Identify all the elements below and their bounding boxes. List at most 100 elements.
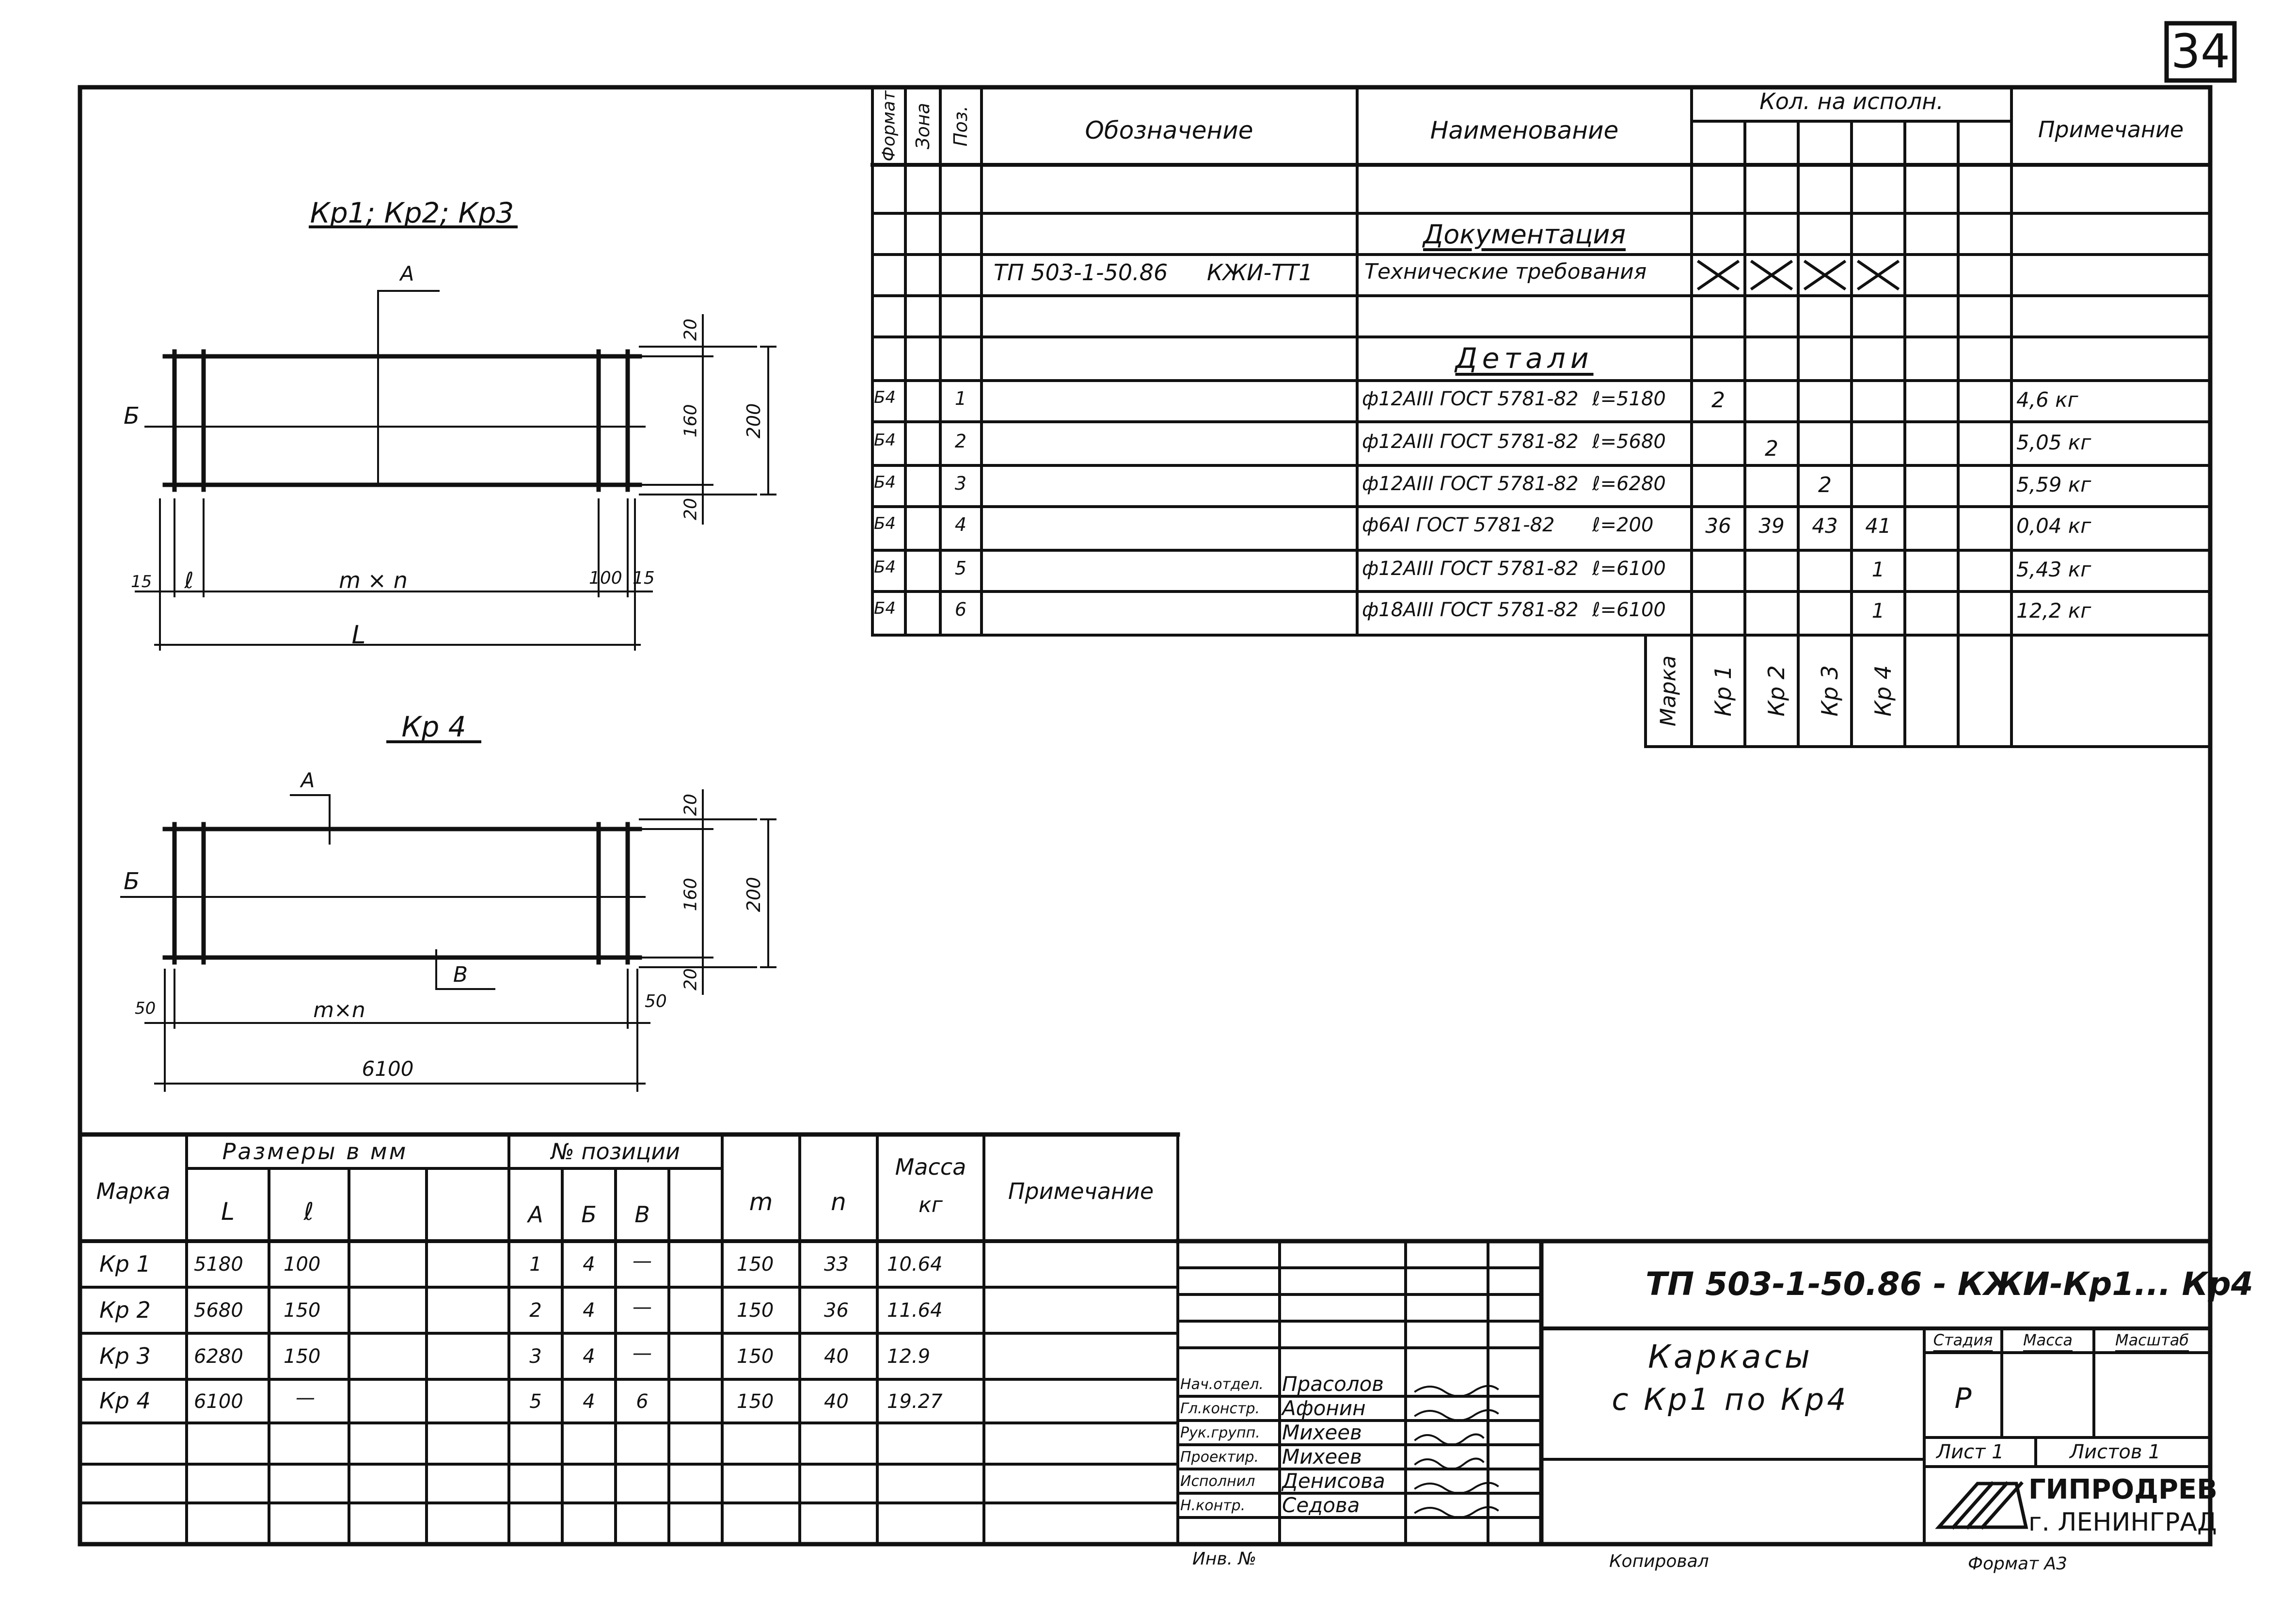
bt-m: 150 xyxy=(737,1390,774,1413)
bt-n: 36 xyxy=(824,1299,849,1322)
row-qty-kr3: 2 xyxy=(1818,473,1832,497)
row-note: 12,2 кг xyxy=(2016,599,2091,623)
row-format: Б4 xyxy=(874,473,896,492)
marka-label: Марка xyxy=(1656,655,1681,727)
staff-role: Исполнил xyxy=(1180,1473,1255,1490)
row-format: Б4 xyxy=(874,514,896,533)
bt-mass: 11.64 xyxy=(887,1299,943,1322)
bt-m: 150 xyxy=(737,1299,774,1322)
bt-L: 5680 xyxy=(194,1299,243,1322)
row-qty-kr2: 39 xyxy=(1758,514,1785,538)
row-pos: 1 xyxy=(954,388,967,409)
drawing2-dim-total: 200 xyxy=(743,877,764,912)
bt-l: 150 xyxy=(284,1345,321,1368)
bt-header-m: m xyxy=(749,1188,773,1216)
title-line-1: Каркасы xyxy=(1648,1338,1813,1375)
drawing1-dim-l: ℓ xyxy=(184,567,194,593)
row-length: ℓ=5180 xyxy=(1592,388,1666,410)
drawing1-section-b: Б xyxy=(124,402,140,430)
row-pos: 6 xyxy=(954,599,967,620)
bt-header-L: L xyxy=(221,1198,235,1226)
bt-marka: Кр 3 xyxy=(99,1343,151,1369)
row-note: 5,05 кг xyxy=(2016,431,2091,454)
staff-role: Гл.констр. xyxy=(1180,1400,1260,1417)
mass-label: Масса xyxy=(2023,1331,2073,1349)
row-length: ℓ=6280 xyxy=(1592,473,1666,495)
marka-kr3: Кр 3 xyxy=(1817,665,1843,717)
drawing1-dim-bot: 20 xyxy=(681,498,701,520)
row-name: ф18АIII ГОСТ 5781-82 xyxy=(1362,599,1579,621)
staff-name: Михеев xyxy=(1282,1445,1362,1469)
scale-label: Масштаб xyxy=(2115,1331,2189,1349)
bt-header-V: В xyxy=(634,1201,650,1228)
drawing1-dim-top: 20 xyxy=(681,319,701,341)
staff-name: Денисова xyxy=(1282,1469,1385,1493)
row-length: ℓ=5680 xyxy=(1592,431,1666,453)
sheet-number: 34 xyxy=(2170,24,2231,79)
bt-L: 5180 xyxy=(194,1253,243,1276)
bt-V: 6 xyxy=(636,1390,649,1413)
staff-role: Рук.групп. xyxy=(1180,1424,1260,1441)
staff-name: Афонин xyxy=(1282,1396,1366,1420)
section-details: Детали xyxy=(1455,342,1594,375)
drawing2-dim-mn: m×n xyxy=(313,998,365,1022)
drawing1-dim-right: 15 xyxy=(633,568,655,588)
drawing2-dim-right: 50 xyxy=(645,991,667,1011)
bt-mass: 10.64 xyxy=(887,1253,943,1276)
row-name: ф6АI ГОСТ 5781-82 xyxy=(1362,514,1555,536)
header-designation: Обозначение xyxy=(1085,116,1253,144)
drawing1-dim-total: 200 xyxy=(743,403,764,439)
stage-value: Р xyxy=(1954,1382,1972,1415)
drawing2-section-a: А xyxy=(301,768,315,792)
bt-m: 150 xyxy=(737,1253,774,1276)
row-pos: 3 xyxy=(954,473,967,494)
staff-name: Седова xyxy=(1282,1493,1360,1517)
bt-A: 5 xyxy=(529,1390,542,1413)
format-label: Формат А3 xyxy=(1968,1554,2068,1574)
row-qty-kr1: 2 xyxy=(1711,388,1725,413)
copied-label: Копировал xyxy=(1609,1551,1709,1571)
bt-A: 3 xyxy=(529,1345,542,1368)
row-note: 4,6 кг xyxy=(2016,388,2078,412)
drawing2-title: Кр 4 xyxy=(401,710,466,743)
bt-L: 6100 xyxy=(194,1390,243,1413)
bt-V: — xyxy=(633,1250,652,1272)
staff-name: Михеев xyxy=(1282,1421,1362,1444)
bt-n: 40 xyxy=(824,1390,849,1413)
drawing2-dim-mid: 160 xyxy=(681,878,701,911)
gipdrodrev-logo xyxy=(1935,1481,2028,1530)
row-pos: 2 xyxy=(954,431,967,452)
row-qty-kr4: 1 xyxy=(1871,558,1885,581)
bt-header-l: ℓ xyxy=(303,1198,314,1226)
bt-mass: 12.9 xyxy=(887,1345,931,1368)
header-note: Примечание xyxy=(2038,116,2184,143)
header-format: Формат xyxy=(879,90,899,162)
org-city: г. ЛЕНИНГРАД xyxy=(2028,1508,2217,1537)
row-pos: 5 xyxy=(954,558,967,579)
row-note: 5,43 кг xyxy=(2016,558,2091,581)
drawing1-dim-mid: 160 xyxy=(681,404,701,438)
bt-header-sizes: Размеры в мм xyxy=(222,1138,408,1165)
bt-marka: Кр 2 xyxy=(99,1297,151,1323)
bt-header-note: Примечание xyxy=(1008,1178,1154,1204)
drawing1-section-a: А xyxy=(400,262,414,286)
stage-label: Стадия xyxy=(1933,1331,1993,1349)
row-name: ф12АIII ГОСТ 5781-82 xyxy=(1362,431,1579,453)
bt-B: 4 xyxy=(583,1390,595,1413)
bt-B: 4 xyxy=(583,1345,595,1368)
row-pos: 4 xyxy=(954,514,967,535)
row-name: ф12АIII ГОСТ 5781-82 xyxy=(1362,473,1579,495)
header-pos: Поз. xyxy=(950,105,971,147)
staff-role: Н.контр. xyxy=(1180,1497,1246,1514)
row-length: ℓ=6100 xyxy=(1592,599,1666,621)
row-format: Б4 xyxy=(874,558,896,577)
staff-role: Нач.отдел. xyxy=(1180,1376,1264,1393)
bt-header-n: n xyxy=(831,1188,846,1216)
org-name: ГИПРОДРЕВ xyxy=(2028,1474,2217,1505)
doc-name: Технические требования xyxy=(1364,259,1647,284)
bt-l: — xyxy=(296,1387,315,1409)
bt-mass: 19.27 xyxy=(887,1390,943,1413)
row-qty-kr2: 2 xyxy=(1765,436,1778,461)
bt-header-A: А xyxy=(528,1201,543,1228)
sheets-label: Листов 1 xyxy=(2070,1441,2161,1463)
